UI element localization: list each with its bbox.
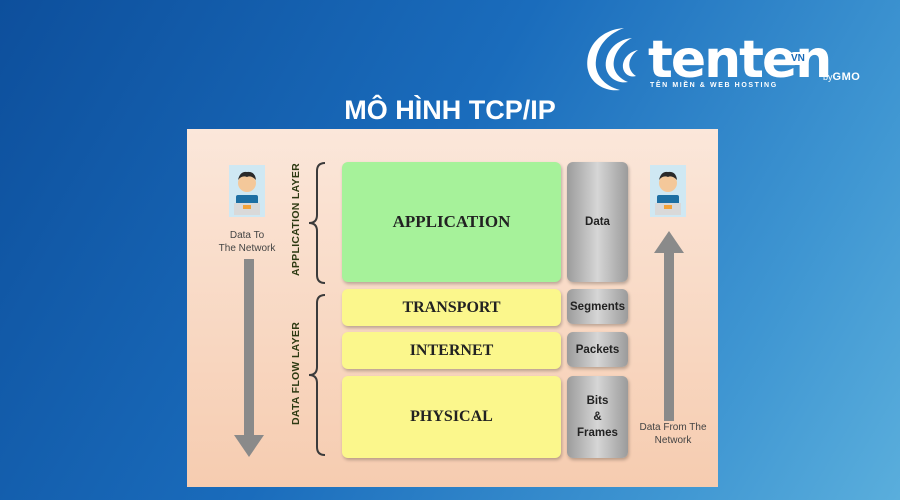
application-layer-label: APPLICATION LAYER [290,162,302,276]
left-caption-line-2: The Network [218,243,276,254]
unit-bits-line-2: & [593,411,602,423]
tenten-swirl-icon [587,28,638,91]
unit-bits-frames: Bits & Frames [567,376,628,458]
unit-bits-line-1: Bits [586,395,609,407]
right-caption-line-2: Network [654,435,692,446]
tcpip-diagram: Data To The Network APPLICATION LAYER DA… [187,129,718,487]
layer-physical: PHYSICAL [342,376,561,458]
right-caption: Data From The Network [629,421,717,447]
person-right-icon [650,165,686,217]
tenten-logo[interactable]: tenten VN byGMO TÊN MIỀN & WEB HOSTING [580,20,880,100]
brand-tagline: TÊN MIỀN & WEB HOSTING [650,82,778,89]
brand-by-text: by [823,72,833,82]
brand-company: GMO [832,71,861,83]
unit-data: Data [567,162,628,282]
unit-packets: Packets [567,332,628,367]
application-bracket [308,162,326,284]
layer-application: APPLICATION [342,162,561,282]
layer-transport: TRANSPORT [342,289,561,326]
data-flow-bracket [308,294,326,456]
left-caption: Data To The Network [209,229,285,255]
brand-domain-badge: VN [788,52,808,65]
right-caption-line-1: Data From The [639,422,707,433]
layer-internet: INTERNET [342,332,561,369]
left-caption-line-1: Data To [229,230,265,241]
data-flow-layer-label: DATA FLOW LAYER [290,321,302,425]
unit-bits-line-3: Frames [577,427,618,439]
down-arrow-icon [234,259,264,457]
page-title: MÔ HÌNH TCP/IP [344,95,556,125]
person-left-icon [229,165,265,217]
up-arrow-icon [654,231,684,421]
unit-segments: Segments [567,289,628,324]
brand-by: byGMO [823,71,860,83]
